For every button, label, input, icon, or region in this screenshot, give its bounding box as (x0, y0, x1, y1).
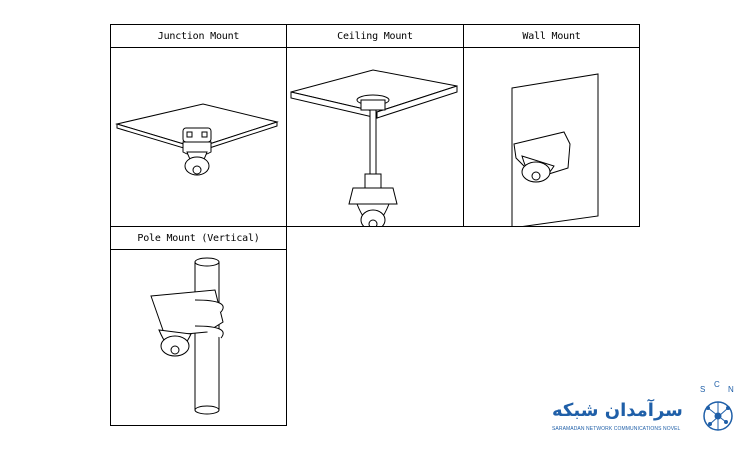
company-logo: سرآمدان شبکه SARAMADAN NETWORK COMMUNICA… (548, 378, 748, 440)
logo-persian-text: سرآمدان شبکه (552, 400, 683, 421)
logo-english-text: SARAMADAN NETWORK COMMUNICATIONS NOVEL (552, 426, 681, 432)
ceiling-mount-panel: Ceiling Mount (286, 24, 464, 227)
junction-mount-panel: Junction Mount (110, 24, 287, 227)
pole-mount-label: Pole Mount (Vertical) (111, 227, 286, 250)
logo-letter-n: N (728, 385, 734, 394)
junction-mount-illustration (115, 103, 279, 176)
pole-mount-panel: Pole Mount (Vertical) (110, 226, 287, 426)
wall-mount-panel: Wall Mount (463, 24, 640, 227)
wall-mount-illustration (511, 73, 599, 226)
pole-mount-illustration (150, 257, 224, 415)
logo-letter-c: C (714, 380, 720, 389)
wall-mount-label: Wall Mount (464, 25, 639, 48)
junction-mount-label: Junction Mount (111, 25, 286, 48)
ceiling-mount-label: Ceiling Mount (287, 25, 463, 48)
globe-network-icon: S C N (700, 380, 734, 431)
ceiling-mount-illustration (290, 69, 458, 226)
logo-letter-s: S (700, 385, 705, 394)
